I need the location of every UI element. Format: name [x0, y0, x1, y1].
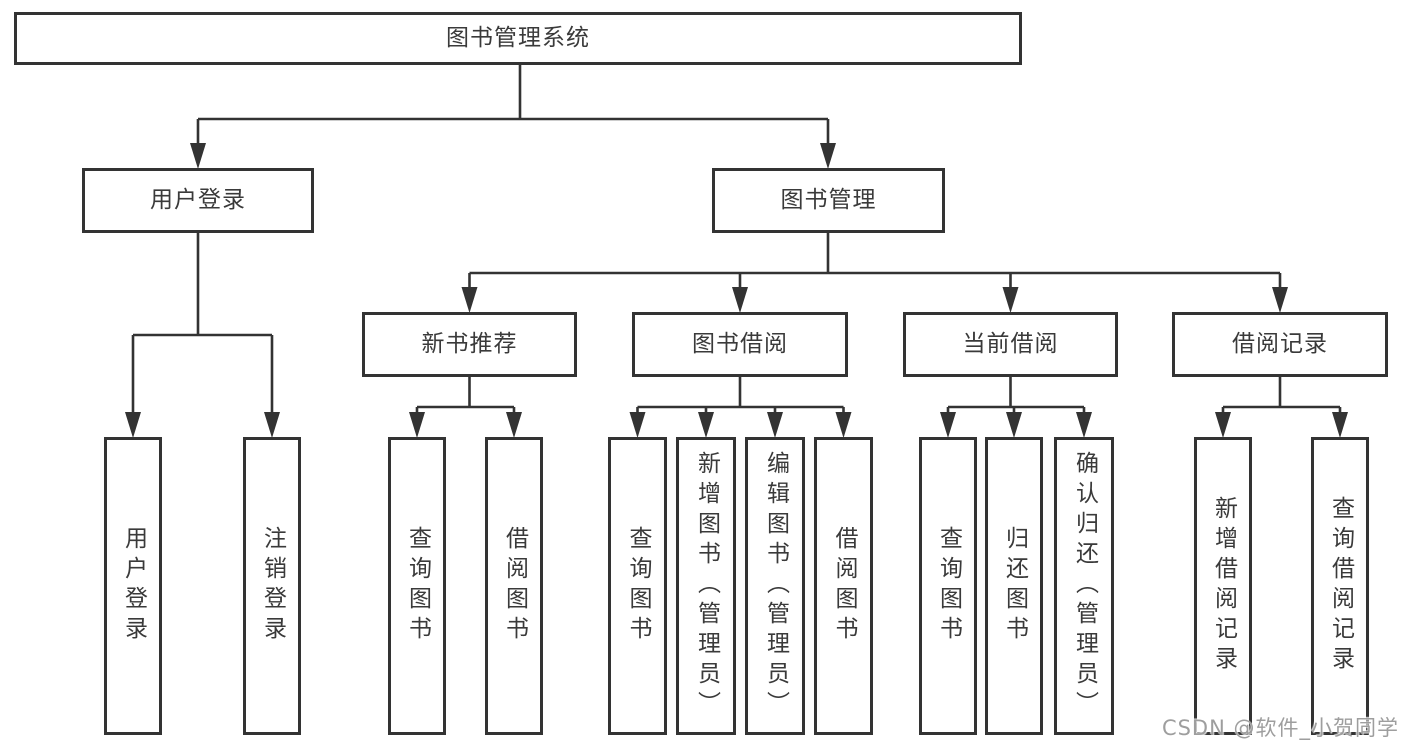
leaf-label: 查询借阅记录: [1327, 496, 1354, 676]
node-user-login: 用户登录: [82, 168, 314, 233]
leaf-logout: 注销登录: [243, 437, 301, 735]
leaf-label: 确认归还（管理员）: [1071, 451, 1098, 721]
leaf-label: 注销登录: [259, 526, 286, 646]
leaf-query-books-recommend: 查询图书: [388, 437, 446, 735]
leaf-user-login: 用户登录: [104, 437, 162, 735]
leaf-borrow-books-recommend: 借阅图书: [485, 437, 543, 735]
leaf-label: 归还图书: [1001, 526, 1028, 646]
leaf-label: 新增图书（管理员）: [693, 451, 720, 721]
csdn-watermark: CSDN @软件_小贺同学: [1161, 716, 1399, 740]
leaf-edit-books-admin: 编辑图书（管理员）: [745, 437, 805, 735]
node-label: 图书管理系统: [446, 24, 590, 51]
node-library-management-system: 图书管理系统: [14, 12, 1022, 65]
leaf-query-books-current: 查询图书: [919, 437, 977, 735]
node-label: 图书管理: [780, 186, 877, 213]
leaf-query-books-borrowing: 查询图书: [608, 437, 667, 735]
node-new-book-recommend: 新书推荐: [362, 312, 577, 377]
node-label: 借阅记录: [1232, 330, 1328, 357]
node-label: 用户登录: [150, 186, 246, 213]
leaf-borrow-books: 借阅图书: [814, 437, 873, 735]
node-book-management: 图书管理: [712, 168, 945, 233]
leaf-add-books-admin: 新增图书（管理员）: [676, 437, 736, 735]
leaf-add-borrowing-record: 新增借阅记录: [1194, 437, 1252, 735]
leaf-label: 用户登录: [120, 526, 147, 646]
leaf-label: 查询图书: [404, 526, 431, 646]
node-book-borrowing: 图书借阅: [632, 312, 848, 377]
leaf-confirm-return-admin: 确认归还（管理员）: [1054, 437, 1114, 735]
leaf-label: 新增借阅记录: [1210, 496, 1237, 676]
node-label: 新书推荐: [421, 330, 518, 357]
leaf-query-borrowing-record: 查询借阅记录: [1311, 437, 1369, 735]
node-label: 当前借阅: [962, 330, 1059, 357]
leaf-label: 借阅图书: [501, 526, 528, 646]
node-label: 图书借阅: [692, 330, 788, 357]
leaf-return-books: 归还图书: [985, 437, 1043, 735]
leaf-label: 查询图书: [625, 526, 651, 646]
leaf-label: 借阅图书: [831, 526, 857, 646]
leaf-label: 查询图书: [935, 526, 962, 646]
node-current-borrowing: 当前借阅: [903, 312, 1118, 377]
node-borrowing-records: 借阅记录: [1172, 312, 1388, 377]
leaf-label: 编辑图书（管理员）: [762, 451, 789, 721]
